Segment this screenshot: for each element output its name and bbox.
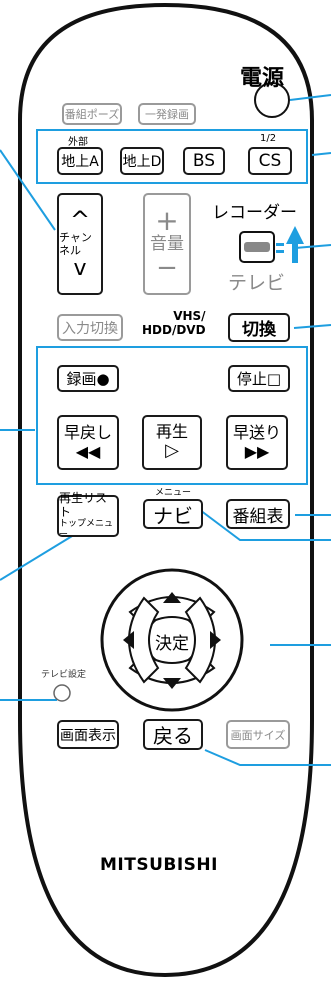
rewind-icon: ◀◀ (75, 441, 101, 461)
display-button[interactable]: 画面表示 (57, 720, 119, 749)
channel-up-icon: ^ (69, 206, 91, 235)
power-button[interactable] (255, 83, 289, 117)
play-label: 再生 (155, 421, 188, 441)
input-switch-button[interactable]: 入力切換 (57, 314, 123, 341)
tv-label: テレビ (228, 272, 286, 294)
back-button[interactable]: 戻る (143, 719, 203, 750)
fast-forward-button[interactable]: 早送り ▶▶ (226, 415, 288, 470)
vhs-line2: HDD/DVD (142, 323, 206, 338)
recorder-tv-switch[interactable] (240, 232, 274, 262)
gaibu-label: 外部 (68, 137, 88, 148)
vhs-line1: VHS/ (173, 309, 206, 323)
menu-small-label: メニュー (155, 488, 192, 498)
navi-button[interactable]: ナビ (143, 499, 203, 529)
play-icon: ▷ (165, 440, 179, 462)
dpad-up-button[interactable] (145, 590, 199, 620)
fast-forward-icon: ▶▶ (244, 441, 270, 461)
volume-rocker[interactable]: + 音量 − (143, 193, 191, 295)
vhs-kirikae-button[interactable]: 切換 (228, 313, 290, 342)
volume-plus-icon: + (155, 204, 179, 238)
fast-forward-label: 早送り (232, 423, 281, 443)
chijo-d-button[interactable]: 地上D (120, 147, 164, 175)
rewind-button[interactable]: 早戻し ◀◀ (57, 415, 119, 470)
vhs-label: VHS/ HDD/DVD (142, 309, 206, 338)
one-touch-record-button[interactable]: 一発録画 (138, 103, 196, 125)
screen-size-button[interactable]: 画面サイズ (226, 720, 290, 749)
bs-button[interactable]: BS (183, 147, 225, 175)
half-label: 1/2 (260, 133, 277, 144)
playlist-top-menu-button[interactable]: 再生リスト トップメニュー (57, 490, 119, 540)
top-menu-label: トップメニュー (59, 519, 114, 540)
cs-button[interactable]: CS (248, 147, 292, 175)
volume-label: 音量 (150, 234, 184, 255)
channel-label: チャンネル (59, 231, 92, 257)
ok-button[interactable]: 決定 (155, 634, 189, 654)
power-label: 電源 (240, 66, 285, 91)
play-button[interactable]: 再生 ▷ (142, 415, 202, 470)
dpad-down-button[interactable] (145, 660, 199, 690)
rewind-label: 早戻し (63, 423, 112, 443)
brand-logo: MITSUBISHI (100, 855, 218, 875)
record-button[interactable]: 録画● (57, 365, 119, 392)
stop-button[interactable]: 停止□ (228, 365, 290, 392)
volume-minus-icon: − (156, 252, 178, 283)
chijo-a-button[interactable]: 地上A (57, 147, 103, 175)
tv-setting-label: テレビ設定 (41, 670, 87, 680)
bangumi-pause-button[interactable]: 番組ポーズ (62, 103, 122, 125)
recorder-label: レコーダー (212, 203, 297, 223)
dpad-right-button[interactable] (200, 613, 230, 667)
channel-rocker[interactable]: ^ チャンネル v (57, 193, 103, 295)
channel-down-icon: v (73, 255, 87, 281)
tv-setting-button[interactable] (54, 685, 70, 701)
playlist-label: 再生リスト (59, 490, 108, 519)
epg-button[interactable]: 番組表 (226, 499, 290, 529)
dpad-left-button[interactable] (114, 613, 144, 667)
